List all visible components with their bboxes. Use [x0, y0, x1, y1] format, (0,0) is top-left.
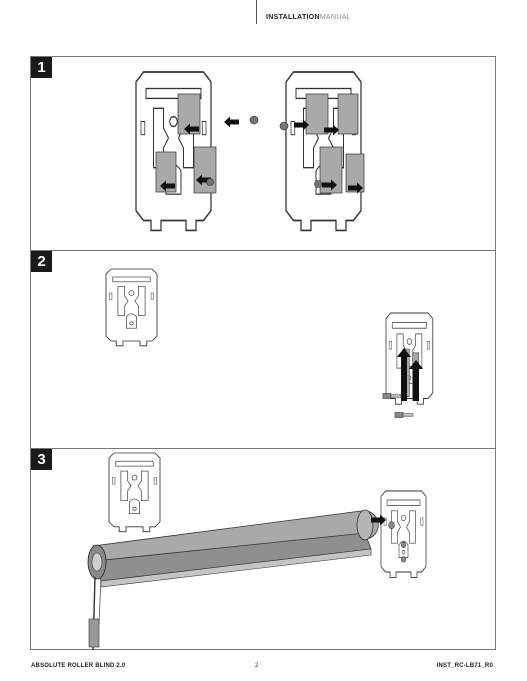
step-2-illustration	[105, 268, 434, 418]
step-1-number: 1	[31, 57, 52, 78]
step-3-panel: 3	[30, 449, 496, 650]
footer-page-number: 2	[255, 663, 259, 669]
step-1-illustration	[135, 71, 365, 232]
step-1-panel: 1	[30, 56, 496, 251]
footer-doc-code: INST_RC-LB71_R0	[436, 663, 493, 669]
up-arrow-icon	[397, 348, 411, 401]
step-3-illustration	[87, 452, 427, 650]
wall-bracket-left	[105, 268, 158, 347]
footer-product: ABSOLUTE ROLLER BLIND 2.0	[31, 663, 126, 669]
up-arrow-icon	[409, 360, 423, 401]
step-3-number: 3	[31, 449, 52, 470]
wall-bracket-right	[380, 490, 427, 578]
right-bracket-pair	[279, 71, 365, 232]
header-title-bold: INSTALLATION	[266, 14, 320, 21]
header-title: INSTALLATIONMANUAL	[266, 14, 351, 21]
step-2-number: 2	[31, 251, 52, 272]
wall-bracket-right	[385, 312, 434, 405]
wall-bracket-left	[108, 452, 161, 533]
step-2-panel: 2	[30, 251, 496, 449]
screw-icon	[394, 412, 414, 418]
header-title-light: MANUAL	[319, 14, 351, 21]
roller-tube	[87, 509, 379, 588]
header-divider	[256, 0, 257, 24]
left-bracket-pair	[135, 71, 259, 232]
pull-chain	[88, 576, 102, 650]
